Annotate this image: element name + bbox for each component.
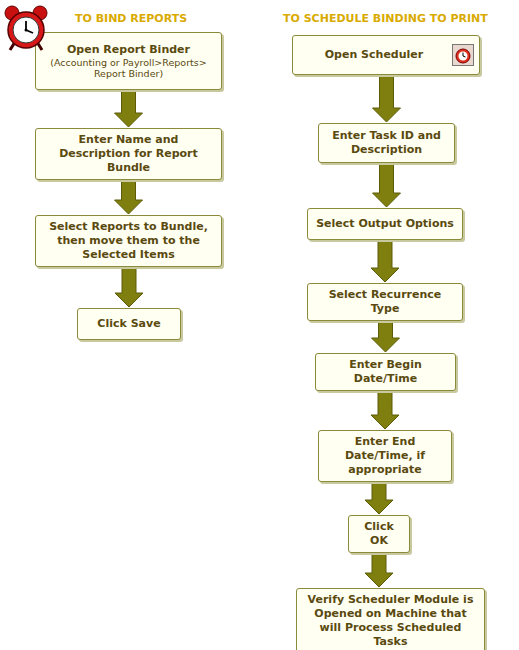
flow-arrow	[365, 483, 393, 514]
step-text: Verify Scheduler Module is Opened on Mac…	[303, 593, 478, 649]
flow-arrow	[373, 164, 401, 207]
process-box: Select Recurrence Type	[307, 283, 463, 321]
step-text: Open Report Binder	[67, 43, 190, 57]
step-text: Click OK	[355, 520, 403, 548]
menu-path: (Accounting or Payroll>Reports> Report B…	[42, 57, 215, 79]
flow-arrow	[115, 268, 143, 307]
process-box: Click Save	[77, 308, 181, 340]
alarm-clock-icon	[3, 4, 49, 52]
process-box: Select Output Options	[307, 208, 463, 240]
scheduler-icon	[452, 44, 474, 66]
column-heading: TO BIND REPORTS	[75, 12, 187, 25]
process-box: Enter Name and Description for Report Bu…	[35, 128, 222, 180]
step-text: Select Reports to Bundle, then move them…	[42, 220, 215, 262]
step-text: Enter End Date/Time, if appropriate	[325, 435, 445, 477]
flow-arrow	[371, 241, 399, 282]
step-text: Open Scheduler	[325, 48, 423, 62]
step-text: Enter Begin Date/Time	[322, 358, 449, 386]
process-box: Enter Begin Date/Time	[315, 353, 456, 391]
flow-arrow	[372, 322, 400, 352]
step-text: Enter Task ID and Description	[325, 129, 448, 157]
step-text: Select Output Options	[316, 217, 454, 231]
step-text: Click Save	[97, 317, 160, 331]
process-box: Open Scheduler	[292, 35, 480, 75]
step-text: Select Recurrence Type	[314, 288, 456, 316]
flow-arrow	[371, 392, 399, 429]
process-box: Click OK	[348, 515, 410, 553]
process-box: Open Report Binder(Accounting or Payroll…	[35, 32, 222, 90]
process-box: Enter End Date/Time, if appropriate	[318, 430, 452, 482]
flow-arrow	[365, 554, 393, 587]
process-box: Select Reports to Bundle, then move them…	[35, 215, 222, 267]
flow-arrow	[373, 76, 401, 122]
step-text: Enter Name and Description for Report Bu…	[42, 133, 215, 175]
column-heading: TO SCHEDULE BINDING TO PRINT	[283, 12, 488, 25]
process-box: Enter Task ID and Description	[318, 123, 455, 163]
flow-arrow	[115, 91, 143, 127]
process-box: Verify Scheduler Module is Opened on Mac…	[296, 588, 485, 650]
flow-arrow	[115, 181, 143, 214]
